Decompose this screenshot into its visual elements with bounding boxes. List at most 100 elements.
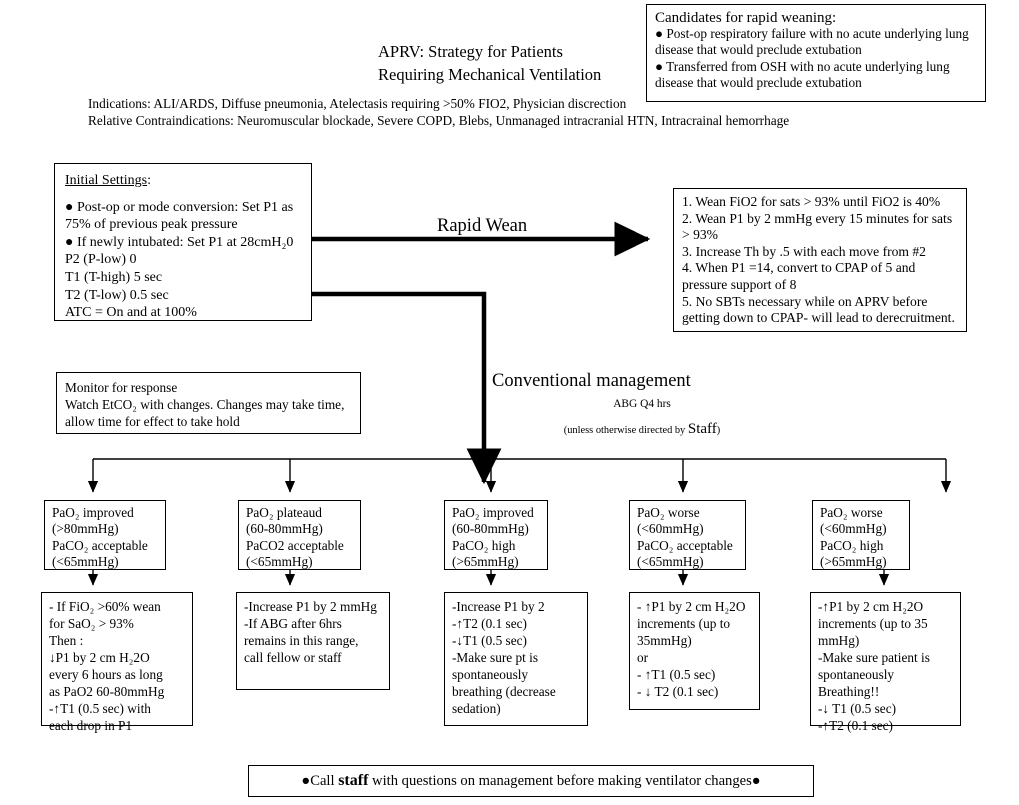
page-title: APRV: Strategy for Patients Requiring Me…	[378, 40, 708, 86]
condition-box-pao2-improved-80: PaO₂ improved (>80mmHg) PaCO₂ acceptable…	[44, 500, 166, 570]
action-line: -Increase P1 by 2	[452, 599, 545, 614]
action-line: Then :	[49, 633, 84, 648]
action-line: 35mmHg)	[637, 633, 692, 648]
initial-settings-heading-line: Initial Settings:	[65, 172, 301, 190]
conventional-management-note: (unless otherwise directed by Staff)	[492, 418, 792, 442]
condition-line: (>80mmHg)	[52, 521, 119, 537]
action-line: -Make sure pt is	[452, 650, 539, 665]
footer-call-staff-box: ●Call staff with questions on management…	[248, 765, 814, 797]
page-title-line2: Requiring Mechanical Ventilation	[378, 65, 602, 84]
spacer	[65, 190, 301, 199]
candidates-bullet-1: ● Post-op respiratory failure with no ac…	[655, 26, 969, 58]
condition-line: (<60mmHg)	[820, 521, 887, 537]
footer-pre: ●Call	[301, 773, 339, 789]
action-line: increments (up to	[637, 616, 731, 631]
indications-block: Indications: ALI/ARDS, Diffuse pneumonia…	[88, 96, 828, 129]
action-line: -↑P1 by 2 cm H₂2O	[818, 599, 924, 614]
candidates-bullet-2: ● Transferred from OSH with no acute und…	[655, 58, 950, 90]
initial-settings-heading: Initial Settings	[65, 173, 148, 188]
action-box-wean-fio2: - If FiO₂ >60% wean for SaO₂ > 93% Then …	[41, 592, 193, 733]
conventional-note-pre: (unless otherwise directed by	[563, 425, 688, 436]
condition-line: PaCO₂ acceptable	[637, 537, 733, 553]
initial-settings-line-3: P2 (P-low) 0	[65, 252, 137, 268]
page-title-line1: APRV: Strategy for Patients	[378, 42, 563, 61]
action-line: -↑T2 (0.1 sec)	[452, 616, 527, 631]
condition-line: (<60mmHg)	[637, 521, 704, 537]
action-line: -↑T2 (0.1 sec)	[818, 718, 893, 733]
conventional-note-post: )	[716, 425, 721, 436]
condition-line: (60-80mmHg)	[452, 521, 529, 537]
conventional-note-staff: Staff	[687, 421, 717, 437]
monitor-line-1: Monitor for response	[65, 380, 178, 395]
action-line: breathing (decrease	[452, 684, 556, 699]
rapid-wean-step-4: 4. When P1 =14, convert to CPAP of 5 and…	[682, 260, 916, 292]
condition-line: PaO₂ worse	[637, 505, 700, 520]
condition-line: (60-80mmHg)	[246, 521, 323, 537]
action-line: -↑T1 (0.5 sec) with	[49, 701, 151, 716]
rapid-wean-step-3: 3. Increase Th by .5 with each move from…	[682, 243, 926, 259]
action-line: - ↑T1 (0.5 sec)	[637, 667, 716, 682]
action-line: ↓P1 by 2 cm H₂2O	[49, 650, 150, 665]
initial-settings-line-6: ATC = On and at 100%	[65, 305, 197, 321]
conventional-management-abg: ABG Q4 hrs	[613, 398, 671, 410]
initial-settings-line-1: ● Post-op or mode conversion: Set P1 as …	[65, 199, 294, 233]
monitor-line-3: allow time for effect to take hold	[65, 414, 240, 429]
condition-box-pao2-plateaud: PaO₂ plateaud (60-80mmHg) PaCO2 acceptab…	[238, 500, 361, 570]
initial-settings-line-4: T1 (T-high) 5 sec	[65, 269, 163, 285]
action-line: -↓ T1 (0.5 sec)	[818, 701, 897, 716]
initial-settings-line-2: ● If newly intubated: Set P1 at 28cmH₂0	[65, 234, 294, 250]
condition-line: PaCO₂ acceptable	[52, 537, 148, 553]
footer-post: with questions on management before maki…	[368, 773, 761, 789]
action-line: remains in this range,	[244, 633, 359, 648]
rapid-wean-step-1: 1. Wean FiO2 for sats > 93% until FiO2 i…	[682, 194, 941, 209]
condition-line: PaO₂ plateaud	[246, 505, 322, 520]
action-box-increase-p1-35mmhg: - ↑P1 by 2 cm H₂2O increments (up to 35m…	[629, 592, 760, 710]
condition-box-pao2-worse-acceptable: PaO₂ worse (<60mmHg) PaCO₂ acceptable (<…	[629, 500, 746, 570]
candidates-for-rapid-weaning-box: Candidates for rapid weaning: ● Post-op …	[646, 4, 986, 102]
rapid-wean-step-5: 5. No SBTs necessary while on APRV befor…	[682, 293, 955, 326]
action-line: sedation)	[452, 701, 501, 716]
action-line: each drop in P1	[49, 718, 133, 733]
action-line: -Make sure patient is	[818, 650, 930, 665]
condition-line: (<65mmHg)	[52, 554, 119, 570]
action-line: or	[637, 650, 649, 665]
action-line: spontaneously	[818, 667, 895, 682]
action-line: for SaO₂ > 93%	[49, 616, 134, 631]
action-line: - ↓ T2 (0.1 sec)	[637, 684, 719, 699]
rapid-wean-label: Rapid Wean	[437, 216, 528, 236]
condition-line: PaO₂ improved	[52, 505, 134, 520]
footer-staff-emphasis: staff	[338, 772, 369, 789]
condition-box-pao2-worse-high: PaO₂ worse (<60mmHg) PaCO₂ high (>65mmHg…	[812, 500, 910, 570]
condition-line: (>65mmHg)	[452, 554, 519, 570]
indications-line: Indications: ALI/ARDS, Diffuse pneumonia…	[88, 96, 627, 111]
monitor-line-2: Watch EtCO₂ with changes. Changes may ta…	[65, 397, 345, 412]
action-box-increase-p1-t2: -Increase P1 by 2 -↑T2 (0.1 sec) -↓T1 (0…	[444, 592, 588, 726]
condition-line: PaCO2 acceptable	[246, 537, 344, 553]
monitor-for-response-box: Monitor for response Watch EtCO₂ with ch…	[56, 372, 361, 434]
action-box-increase-p1-2mmhg: -Increase P1 by 2 mmHg -If ABG after 6hr…	[236, 592, 390, 690]
initial-settings-box: Initial Settings: ● Post-op or mode conv…	[54, 163, 312, 321]
condition-line: (<65mmHg)	[637, 554, 704, 570]
contraindications-line: Relative Contraindications: Neuromuscula…	[88, 112, 790, 128]
conventional-management-title: Conventional management	[492, 371, 691, 391]
action-line: increments (up to 35	[818, 616, 928, 631]
condition-line: (>65mmHg)	[820, 554, 887, 570]
candidates-heading: Candidates for rapid weaning:	[655, 10, 837, 26]
action-line: -↓T1 (0.5 sec)	[452, 633, 527, 648]
condition-line: PaCO₂ high	[452, 537, 516, 553]
action-line: -If ABG after 6hrs	[244, 616, 342, 631]
action-line: - ↑P1 by 2 cm H₂2O	[637, 599, 746, 614]
action-box-increase-p1-spontaneous: -↑P1 by 2 cm H₂2O increments (up to 35 m…	[810, 592, 961, 733]
condition-line: PaO₂ improved	[452, 505, 534, 520]
initial-settings-heading-colon: :	[147, 173, 151, 188]
action-line: call fellow or staff	[244, 650, 342, 665]
action-line: -Increase P1 by 2 mmHg	[244, 599, 377, 614]
condition-line: PaO₂ worse	[820, 505, 883, 520]
action-line: every 6 hours as long	[49, 667, 163, 682]
rapid-wean-step-2: 2. Wean P1 by 2 mmHg every 15 minutes fo…	[682, 210, 953, 243]
condition-line: PaCO₂ high	[820, 537, 884, 553]
condition-line: (<65mmHg)	[246, 554, 313, 570]
action-line: - If FiO₂ >60% wean	[49, 599, 161, 614]
conventional-management-label: Conventional management ABG Q4 hrs (unle…	[492, 370, 792, 442]
action-line: mmHg)	[818, 633, 860, 648]
